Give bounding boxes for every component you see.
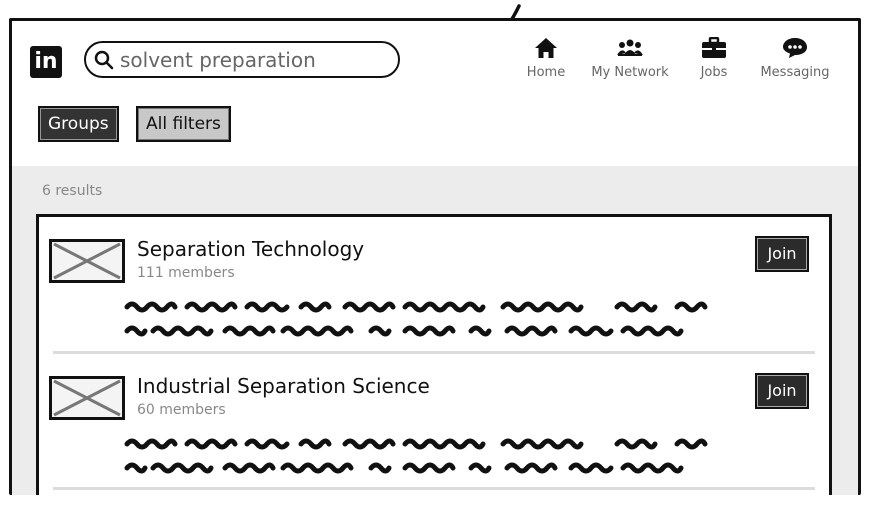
top-header: in Home My Network xyxy=(12,21,858,169)
item-divider xyxy=(53,487,815,490)
group-image-placeholder xyxy=(49,376,125,420)
group-title[interactable]: Industrial Separation Science xyxy=(137,374,430,398)
nav-my-network-label: My Network xyxy=(591,65,669,80)
list-item: Industrial Separation Science 60 members… xyxy=(39,354,829,490)
search-bar[interactable] xyxy=(84,41,400,78)
all-filters-button[interactable]: All filters xyxy=(136,106,231,142)
group-members: 60 members xyxy=(137,402,226,418)
results-area: 6 results Separation Technology 111 memb… xyxy=(12,166,858,495)
nav-jobs-label: Jobs xyxy=(700,65,728,80)
search-input[interactable] xyxy=(118,46,392,73)
nav-jobs[interactable]: Jobs xyxy=(689,37,739,80)
join-button[interactable]: Join xyxy=(755,373,809,409)
nav-messaging-label: Messaging xyxy=(760,65,830,80)
nav-my-network[interactable]: My Network xyxy=(590,37,670,80)
results-list: Separation Technology 111 members Join xyxy=(36,214,832,495)
network-icon xyxy=(617,39,643,56)
results-count: 6 results xyxy=(42,183,103,199)
nav-home-label: Home xyxy=(526,65,566,80)
group-title[interactable]: Separation Technology xyxy=(137,237,365,261)
search-icon xyxy=(94,50,114,69)
group-members: 111 members xyxy=(137,265,235,281)
nav-home[interactable]: Home xyxy=(517,37,575,80)
chat-icon xyxy=(783,38,807,58)
item-divider xyxy=(53,351,815,354)
group-image-placeholder xyxy=(49,239,125,283)
nav-messaging[interactable]: Messaging xyxy=(757,37,833,80)
linkedin-logo[interactable]: in xyxy=(30,46,62,78)
join-button[interactable]: Join xyxy=(755,236,809,272)
home-icon xyxy=(535,38,557,58)
list-item: Separation Technology 111 members Join xyxy=(39,217,829,354)
image-placeholder-icon xyxy=(53,242,121,280)
group-description-scribble xyxy=(124,438,708,474)
briefcase-icon xyxy=(702,37,726,58)
groups-filter-button[interactable]: Groups xyxy=(38,106,119,142)
app-window: in Home My Network xyxy=(9,18,861,495)
image-placeholder-icon xyxy=(53,379,121,417)
group-description-scribble xyxy=(124,301,708,337)
